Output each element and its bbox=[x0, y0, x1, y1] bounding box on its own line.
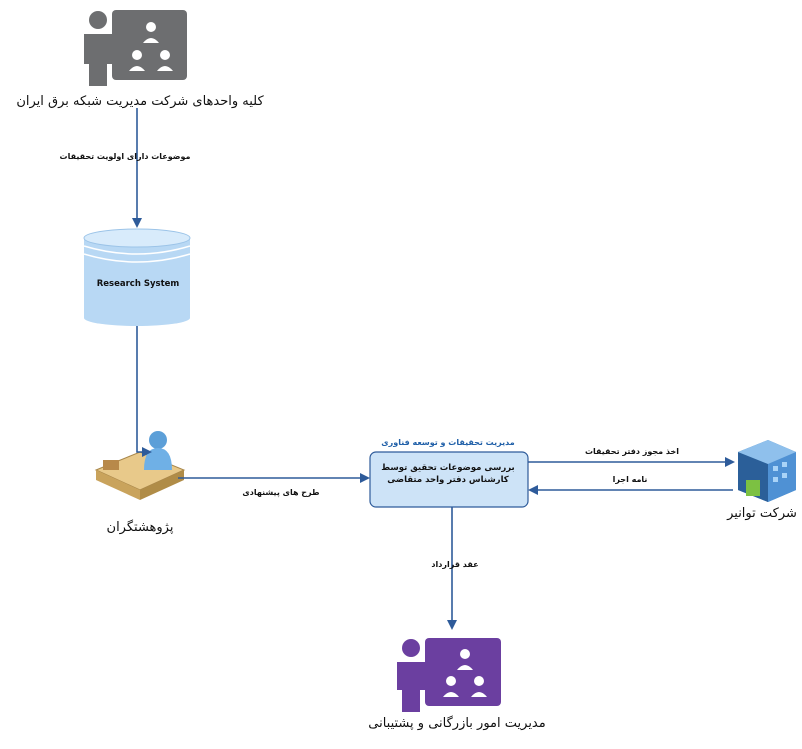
review-process-box bbox=[369, 451, 529, 508]
group-users-icon bbox=[397, 638, 501, 712]
researcher-at-desk-icon bbox=[94, 431, 186, 500]
edge-label-priority-topics: موضوعات دارای اولویت تحقیقات bbox=[59, 152, 191, 161]
node-label-researchers: پژوهشتگران bbox=[106, 520, 174, 535]
edge-label-request: اخذ مجوز دفتر تحقیقات bbox=[584, 447, 679, 456]
node-label-all-units: کلیه واحدهای شرکت مدیریت شبکه برق ایران bbox=[16, 94, 264, 109]
edge-system-to-researchers bbox=[136, 326, 152, 457]
node-label-tavanir: شرکت توانیر bbox=[727, 506, 797, 521]
database-cylinder-icon bbox=[83, 228, 191, 326]
node-label-research-system: Research System bbox=[96, 279, 180, 289]
edge-label-proposals: طرح های پیشنهادی bbox=[242, 488, 320, 497]
edge-label-permit: نامه اجرا bbox=[612, 475, 648, 484]
node-text-review: بررسی موضوعات تحقیق توسط کارشناس دفتر وا… bbox=[381, 463, 515, 485]
node-label-commerce: مدیریت امور بازرگانی و پشتیبانی bbox=[368, 716, 546, 731]
edge-label-contract: عقد قرارداد bbox=[431, 560, 479, 569]
group-users-icon bbox=[84, 10, 187, 86]
building-icon bbox=[738, 440, 796, 502]
node-header-review: مدیریت تحقیقات و توسعه فناوری bbox=[381, 438, 515, 447]
